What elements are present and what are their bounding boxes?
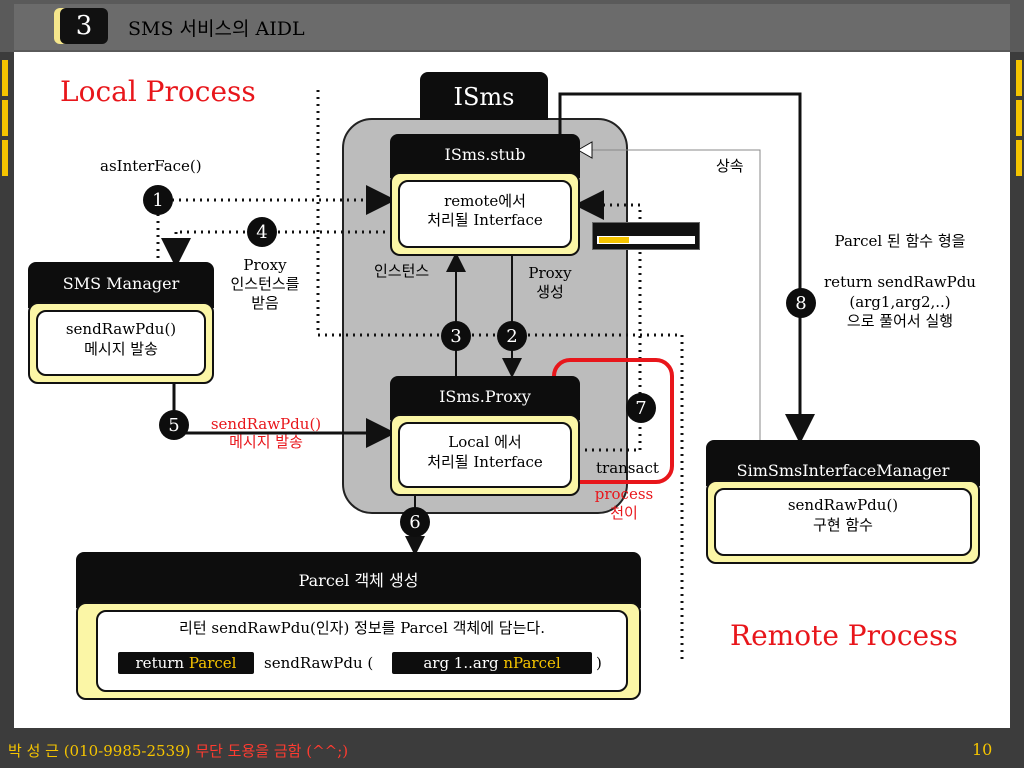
sim-text-2: 구현 함수 xyxy=(813,516,873,534)
isms-proxy-inner xyxy=(398,422,572,488)
sim-text-1: sendRawPdu() xyxy=(787,496,899,514)
left-tab-2 xyxy=(2,100,8,136)
sms-manager-text-1: sendRawPdu() xyxy=(65,320,177,338)
isms-proxy-header: ISms.Proxy xyxy=(390,376,580,420)
arrow-8 xyxy=(558,92,815,444)
parcel-thumbnail-mark xyxy=(599,237,629,243)
footer-notice: 무단 도용을 금함 (^^;) xyxy=(195,742,349,760)
badge-8: 8 xyxy=(786,288,816,318)
section-number: 3 xyxy=(60,8,108,44)
send-call-1: sendRawPdu() xyxy=(210,415,322,433)
parcel-args-pill: arg 1..arg nParcel xyxy=(392,652,592,674)
left-tab-3 xyxy=(2,140,8,176)
process-label-2: 천이 xyxy=(610,504,638,522)
proxy-instance-2: 인스턴스를 xyxy=(230,275,300,293)
stub-text-2: 처리될 Interface xyxy=(427,211,543,229)
sim-manager-header: SimSmsInterfaceManager xyxy=(706,440,980,486)
asinterface-label: asInterFace() xyxy=(100,157,202,175)
left-tab-1 xyxy=(2,60,8,96)
parcel-note-1: Parcel 된 함수 형을 xyxy=(834,232,966,250)
slide-title: SMS 서비스의 AIDL xyxy=(128,18,305,40)
right-tab-2 xyxy=(1016,100,1022,136)
parcel-return-pill: return Parcel xyxy=(118,652,254,674)
parcel-header: Parcel 객체 생성 xyxy=(76,552,641,608)
local-process-label: Local Process xyxy=(60,75,256,108)
proxy-create-2: 생성 xyxy=(536,283,564,301)
parcel-close: ) xyxy=(596,654,602,672)
instance-label: 인스턴스 xyxy=(374,262,430,280)
isms-stub-inner xyxy=(398,180,572,248)
inherit-label: 상속 xyxy=(716,157,744,175)
remote-process-label: Remote Process xyxy=(730,619,958,652)
badge-3: 3 xyxy=(441,321,471,351)
footer-credit: 박 성 근 (010-9985-2539) 무단 도용을 금함 (^^;) xyxy=(8,740,348,761)
proxy-instance-3: 받음 xyxy=(251,294,279,312)
proxy-create-1: Proxy xyxy=(528,264,572,282)
process-label-1: process xyxy=(594,485,654,503)
stub-text-1: remote에서 xyxy=(444,192,526,210)
parcel-note-4: 으로 풀어서 실행 xyxy=(846,312,954,330)
send-call-2: 메시지 발송 xyxy=(229,433,303,451)
inherit-line xyxy=(592,149,761,440)
sim-manager-inner xyxy=(714,488,972,556)
isms-stub-header: ISms.stub xyxy=(390,134,580,178)
proxy-text-2: 처리될 Interface xyxy=(427,453,543,471)
parcel-inner xyxy=(96,610,628,692)
badge-2: 2 xyxy=(497,321,527,351)
parcel-return-highlight: Parcel xyxy=(188,654,237,672)
badge-7: 7 xyxy=(626,393,656,423)
badge-5: 5 xyxy=(159,410,189,440)
parcel-note-3: (arg1,arg2,..) xyxy=(849,293,951,311)
parcel-note-2: return sendRawPdu xyxy=(824,273,976,291)
parcel-thumbnail-strip xyxy=(597,236,695,244)
parcel-args-highlight: nParcel xyxy=(503,654,561,672)
parcel-args-text: arg 1..arg xyxy=(423,654,499,672)
badge-4: 4 xyxy=(247,217,277,247)
transact-label: transact xyxy=(596,459,659,477)
footer-author: 박 성 근 (010-9985-2539) xyxy=(8,742,191,760)
parcel-send: sendRawPdu ( xyxy=(264,654,374,672)
inherit-arrowhead xyxy=(576,141,593,159)
parcel-thumbnail xyxy=(592,222,700,250)
parcel-desc: 리턴 sendRawPdu(인자) 정보를 Parcel 객체에 담는다. xyxy=(179,619,545,637)
proxy-instance-1: Proxy xyxy=(243,256,287,274)
page-number: 10 xyxy=(972,740,993,759)
isms-title: ISms xyxy=(420,72,548,120)
badge-6: 6 xyxy=(400,507,430,537)
sms-manager-header: SMS Manager xyxy=(28,262,214,308)
sms-manager-text-2: 메시지 발송 xyxy=(84,340,158,358)
sms-manager-inner xyxy=(36,310,206,376)
right-tab-3 xyxy=(1016,140,1022,176)
title-bar-panel xyxy=(14,4,1010,50)
proxy-text-1: Local 에서 xyxy=(448,433,522,451)
right-tab-1 xyxy=(1016,60,1022,96)
parcel-return-text: return xyxy=(135,654,185,672)
badge-1: 1 xyxy=(143,185,173,215)
